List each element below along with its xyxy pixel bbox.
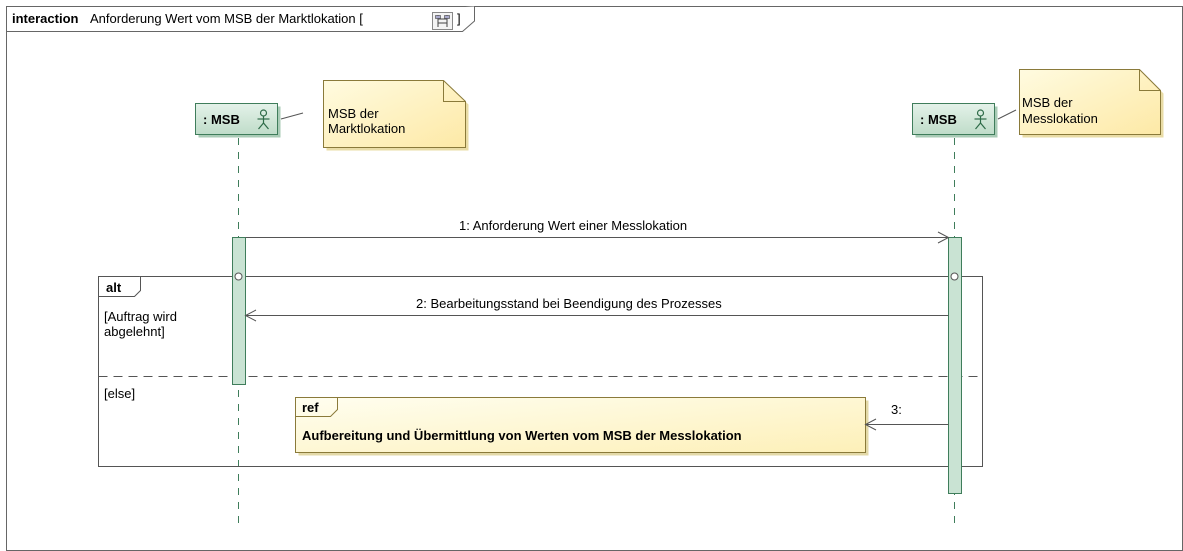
lifeline-label-1: : MSB: [203, 112, 240, 127]
lifeline-head-1[interactable]: : MSB: [195, 103, 281, 138]
note-anchor-1: [280, 112, 304, 120]
frame-title-close: ]: [457, 11, 461, 26]
note-marktlokation[interactable]: MSB der Marktlokation: [280, 80, 469, 151]
frame-keyword: interaction: [12, 11, 79, 26]
activation-bar-1: [232, 237, 246, 385]
interaction-frame: interaction Anforderung Wert vom MSB der…: [6, 6, 1183, 551]
activation-bar-2: [948, 237, 962, 494]
message-2[interactable]: 2: Bearbeitungsstand bei Beendigung des …: [244, 296, 949, 322]
gate-circle-2: [950, 272, 959, 281]
ref-text: Aufbereitung und Übermittlung von Werten…: [302, 428, 742, 443]
note-anchor-2: [997, 109, 1017, 120]
lifeline-head-2[interactable]: : MSB: [912, 103, 998, 138]
arrowhead-icon: [937, 231, 950, 244]
guard-1-line1: [Auftrag wird: [104, 309, 177, 324]
message-3-label: 3:: [891, 402, 902, 417]
alt-fragment[interactable]: alt [Auftrag wird abgelehnt] [else]: [98, 276, 983, 467]
actor-icon: [974, 109, 987, 130]
arrowhead-icon: [244, 309, 257, 322]
lifeline-label-2: : MSB: [920, 112, 957, 127]
note-1-line2: Marktlokation: [328, 121, 405, 136]
guard-2: [else]: [104, 386, 135, 401]
diagram-icon: [432, 12, 453, 30]
frame-title: Anforderung Wert vom MSB der Marktlokati…: [90, 11, 363, 26]
message-2-label: 2: Bearbeitungsstand bei Beendigung des …: [416, 296, 722, 311]
message-1[interactable]: 1: Anforderung Wert einer Messlokation: [245, 218, 950, 244]
alt-keyword: alt: [106, 280, 122, 295]
arrowhead-icon: [864, 418, 877, 431]
ref-interaction-use[interactable]: ref Aufbereitung und Übermittlung von We…: [295, 397, 869, 456]
note-messlokation[interactable]: MSB der Messlokation: [997, 69, 1164, 138]
message-1-label: 1: Anforderung Wert einer Messlokation: [459, 218, 687, 233]
note-1-line1: MSB der: [328, 106, 379, 121]
note-2-line2: Messlokation: [1022, 111, 1098, 126]
actor-icon: [257, 109, 270, 130]
note-2-line1: MSB der: [1022, 95, 1073, 110]
guard-1-line2: abgelehnt]: [104, 324, 165, 339]
gate-circle-1: [234, 272, 243, 281]
ref-keyword: ref: [302, 400, 319, 415]
message-3[interactable]: 3:: [864, 402, 949, 431]
